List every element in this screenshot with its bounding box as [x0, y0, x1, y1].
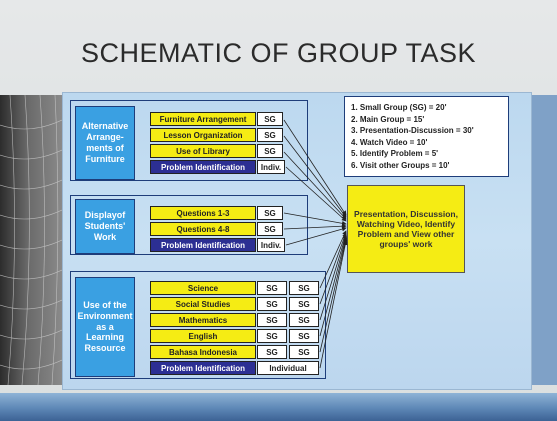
wireframe-decoration	[0, 95, 62, 385]
task-group-label: Indiv.	[257, 238, 285, 252]
task-group-label: SG	[257, 281, 287, 295]
task-furniture-arrangement: Furniture Arrangement	[150, 112, 256, 126]
category-display-work: Displayof Students' Work	[75, 199, 135, 254]
legend-item: 6. Visit other Groups = 10'	[351, 160, 450, 170]
task-use-of-library: Use of Library	[150, 144, 256, 158]
task-group-label: SG	[257, 222, 283, 236]
task-group-label: SG	[257, 345, 287, 359]
left-decor-band	[0, 95, 62, 385]
task-mathematics: Mathematics	[150, 313, 256, 327]
right-decor-band	[532, 95, 557, 385]
footer-band	[0, 393, 557, 421]
task-problem-identification: Problem Identification	[150, 238, 256, 252]
task-group-label: SG	[257, 144, 283, 158]
task-problem-identification: Problem Identification	[150, 361, 256, 375]
task-group-label-2: SG	[289, 329, 319, 343]
task-questions-4-8: Questions 4-8	[150, 222, 256, 236]
task-group-label: Indiv.	[257, 160, 285, 174]
task-group-label-2: SG	[289, 345, 319, 359]
task-lesson-organization: Lesson Organization	[150, 128, 256, 142]
task-problem-identification: Problem Identification	[150, 160, 256, 174]
task-english: English	[150, 329, 256, 343]
task-group-label: SG	[257, 128, 283, 142]
task-social-studies: Social Studies	[150, 297, 256, 311]
category-environment: Use of the Environment as a Learning Res…	[75, 277, 135, 377]
legend-item: 1. Small Group (SG) = 20'	[351, 103, 447, 112]
legend-item: 4. Watch Video = 10'	[351, 137, 428, 147]
task-group-label: SG	[257, 313, 287, 327]
task-group-label-2: SG	[289, 281, 319, 295]
task-group-label: SG	[257, 112, 283, 126]
task-bahasa-indonesia: Bahasa Indonesia	[150, 345, 256, 359]
slide-title: SCHEMATIC OF GROUP TASK	[80, 38, 477, 68]
task-group-label-2: SG	[289, 313, 319, 327]
legend-item: 3. Presentation-Discussion = 30'	[351, 126, 474, 135]
group-outline-display	[70, 195, 308, 255]
legend-item: 2. Main Group = 15'	[351, 114, 425, 124]
task-group-label: SG	[257, 206, 283, 220]
task-group-label: SG	[257, 297, 287, 311]
task-science: Science	[150, 281, 256, 295]
task-questions-1-3: Questions 1-3	[150, 206, 256, 220]
task-group-label: SG	[257, 329, 287, 343]
time-legend: 1. Small Group (SG) = 20' 2. Main Group …	[344, 96, 509, 177]
task-group-label-2: SG	[289, 297, 319, 311]
category-furniture: Alternative Arrange-ments of Furniture	[75, 106, 135, 180]
presentation-box: Presentation, Discussion, Watching Video…	[347, 185, 465, 273]
legend-item: 5. Identify Problem = 5'	[351, 149, 439, 158]
task-group-label: Individual	[257, 361, 319, 375]
